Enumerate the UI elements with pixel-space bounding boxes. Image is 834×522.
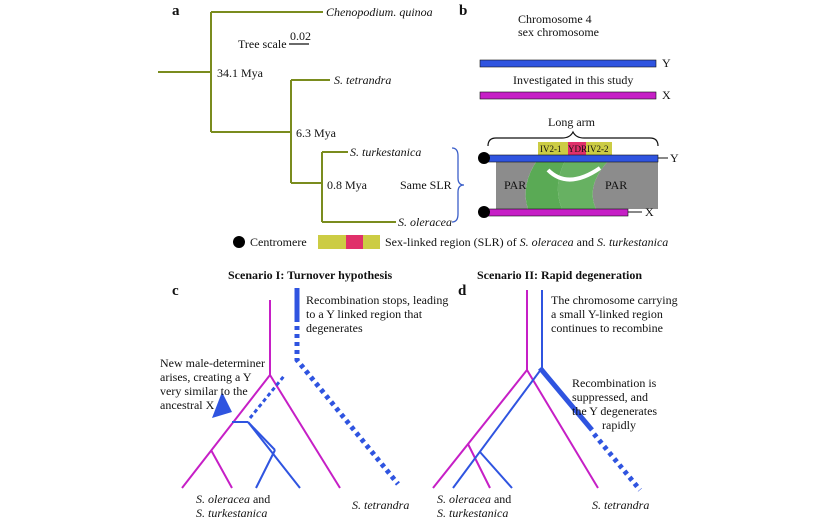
x-chromosome-bar [479,91,657,100]
scenario-2-tree [432,290,599,489]
note-c-top-3: degenerates [306,321,363,335]
slr-segment-ydr [568,142,586,156]
legend-slr-pink [346,235,363,249]
centromere-x [478,206,490,218]
note-c-left-2: arises, creating a Y [160,370,252,384]
tree-scale-value: 0.02 [290,29,311,43]
leaf-turkestanica: S. turkestanica [350,145,422,159]
note-c-left-4: ancestral X [160,398,215,412]
leaf-d-oleracea: S. oleracea and [437,492,512,506]
long-arm-brace [487,130,659,147]
degenerating-y-solid-d [538,366,594,432]
legend-centromere-dot [233,236,245,248]
x-label-top: X [662,88,671,102]
node-age-root: 34.1 Mya [217,66,263,80]
y-label-detail: Y [670,151,679,165]
note-c-top-2: to a Y linked region that [306,307,423,321]
leaf-oleracea: S. oleracea [398,215,452,229]
par-right-ribbon [592,159,658,209]
chromosome-title-2: sex chromosome [518,25,599,39]
note-d-mid-4: rapidly [602,418,636,432]
slr-segment-iv2-2 [586,142,612,156]
leaf-c-oleracea: S. oleracea and [196,492,271,506]
seg-label-iv2-2: IV2-2 [587,144,609,154]
degenerating-y-dotted-c [294,326,400,486]
note-d-top-1: The chromosome carrying [551,293,678,307]
y-chromosome-bar [479,59,657,68]
note-c-left-1: New male-determiner [160,356,265,370]
scenario-1-tree [181,300,341,489]
long-arm-label: Long arm [548,115,595,129]
leaf-quinoa: Chenopodium. quinoa [326,5,433,19]
panel-label-a: a [172,3,180,19]
male-determiner-arrow [212,392,232,418]
study-note: Investigated in this study [513,73,634,87]
slr-segment-iv2-1 [538,142,568,156]
x-label-detail: X [645,205,654,219]
y-chromosome-detail [485,154,659,163]
panel-label-b: b [459,3,468,19]
x-chromosome-detail [485,208,629,217]
leaf-tetrandra: S. tetrandra [334,73,392,87]
node-age-mid: 6.3 Mya [296,126,336,140]
leaf-d-tetrandra: S. tetrandra [592,498,650,512]
seg-label-ydr: YDR [568,144,588,154]
same-slr-bracket [451,147,465,223]
seg-label-iv2-1: IV2-1 [540,144,562,154]
note-c-left-3: very similar to the [160,384,248,398]
par-left-ribbon [496,159,538,209]
legend-slr-label: Sex-linked region (SLR) of S. oleracea a… [385,235,669,249]
same-slr-label: Same SLR [400,178,452,192]
note-d-mid-2: suppressed, and [572,390,648,404]
note-c-top-1: Recombination stops, leading [306,293,449,307]
legend-slr-yellow-1 [318,235,346,249]
phylogeny-tree [158,11,396,223]
chromosome-title-1: Chromosome 4 [518,12,592,26]
ribbon-gap [546,166,602,182]
tree-scale-label: Tree scale [238,37,287,51]
panel-label-d: d [458,283,467,299]
legend-centromere-label: Centromere [250,235,307,249]
leaf-d-turkestanica: S. turkestanica [437,506,509,520]
centromere-y [478,152,490,164]
legend-slr-yellow-2 [363,235,380,249]
scenario-1-title: Scenario I: Turnover hypothesis [228,268,393,282]
par-label-right: PAR [605,178,628,192]
note-d-mid-1: Recombination is [572,376,657,390]
leaf-c-tetrandra: S. tetrandra [352,498,410,512]
y-label-top: Y [662,56,671,70]
note-d-mid-3: the Y degenerates [572,404,658,418]
note-d-top-2: a small Y-linked region [551,307,663,321]
par-label-left: PAR [504,178,527,192]
inversion-ribbon-1 [525,159,566,209]
leaf-c-turkestanica: S. turkestanica [196,506,268,520]
panel-label-c: c [172,283,179,299]
scenario-2-title: Scenario II: Rapid degeneration [477,268,642,282]
note-d-top-3: continues to recombine [551,321,663,335]
degenerating-y-dotted-d [592,432,642,492]
node-age-tip: 0.8 Mya [327,178,367,192]
new-y-dotted-c [248,375,286,419]
